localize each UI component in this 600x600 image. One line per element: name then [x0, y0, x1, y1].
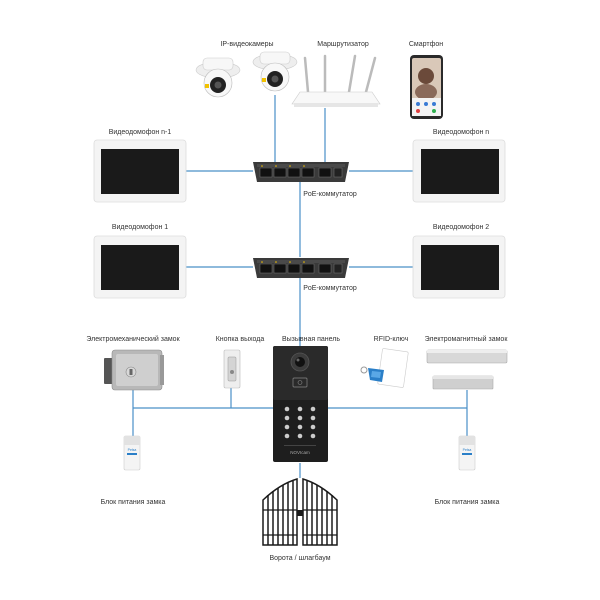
psu-brand-left: Pelsa — [128, 448, 137, 452]
call-panel-icon: NOVIcam — [273, 346, 328, 462]
monitor-icon — [412, 235, 506, 299]
smartphone-icon — [410, 55, 443, 119]
router-label: Маршрутизатор — [317, 41, 369, 48]
ip-cameras-label: IP-видеокамеры — [220, 41, 273, 48]
lock-icon — [104, 349, 164, 391]
switch-icon — [253, 162, 349, 182]
monitor-icon — [93, 235, 187, 299]
smartphone-label: Смартфон — [409, 41, 443, 48]
poe-switch-1-label: PoE-коммутатор — [303, 191, 357, 198]
psu-right-label: Блок питания замка — [435, 499, 500, 506]
psu-left-label: Блок питания замка — [101, 499, 166, 506]
gate-icon — [262, 477, 338, 546]
router-icon — [291, 54, 381, 107]
electromech-lock-label: Электромеханический замок — [86, 335, 180, 343]
connectors — [132, 95, 468, 478]
switch-icon — [253, 258, 349, 278]
intercom-n-label: Видеодомофон n — [433, 129, 489, 136]
intercom-n1-label: Видеодомофон n-1 — [109, 129, 172, 136]
camera-icon — [252, 51, 298, 92]
power-supply-icon: Pelsa — [123, 435, 141, 471]
rfid-key-icon — [360, 348, 409, 388]
intercom-1-label: Видеодомофон 1 — [112, 224, 168, 231]
gate-label: Ворота / шлагбаум — [269, 554, 330, 562]
intercom-2-label: Видеодомофон 2 — [433, 224, 489, 231]
exit-button-icon — [223, 349, 241, 389]
monitor-icon — [93, 139, 187, 203]
exit-button-label: Кнопка выхода — [216, 336, 265, 343]
electromag-lock-label: Электромагнитный замок — [425, 335, 509, 343]
rfid-key-label: RFID-ключ — [374, 336, 409, 343]
camera-icon — [195, 57, 241, 98]
call-panel-label: Вызывная панель — [282, 336, 340, 343]
psu-brand-right: Pelsa — [463, 448, 472, 452]
magnetic-lock-icon — [426, 349, 508, 390]
panel-brand: NOVIcam — [290, 450, 310, 455]
power-supply-icon: Pelsa — [458, 435, 476, 471]
poe-switch-2-label: PoE-коммутатор — [303, 285, 357, 292]
monitor-icon — [412, 139, 506, 203]
